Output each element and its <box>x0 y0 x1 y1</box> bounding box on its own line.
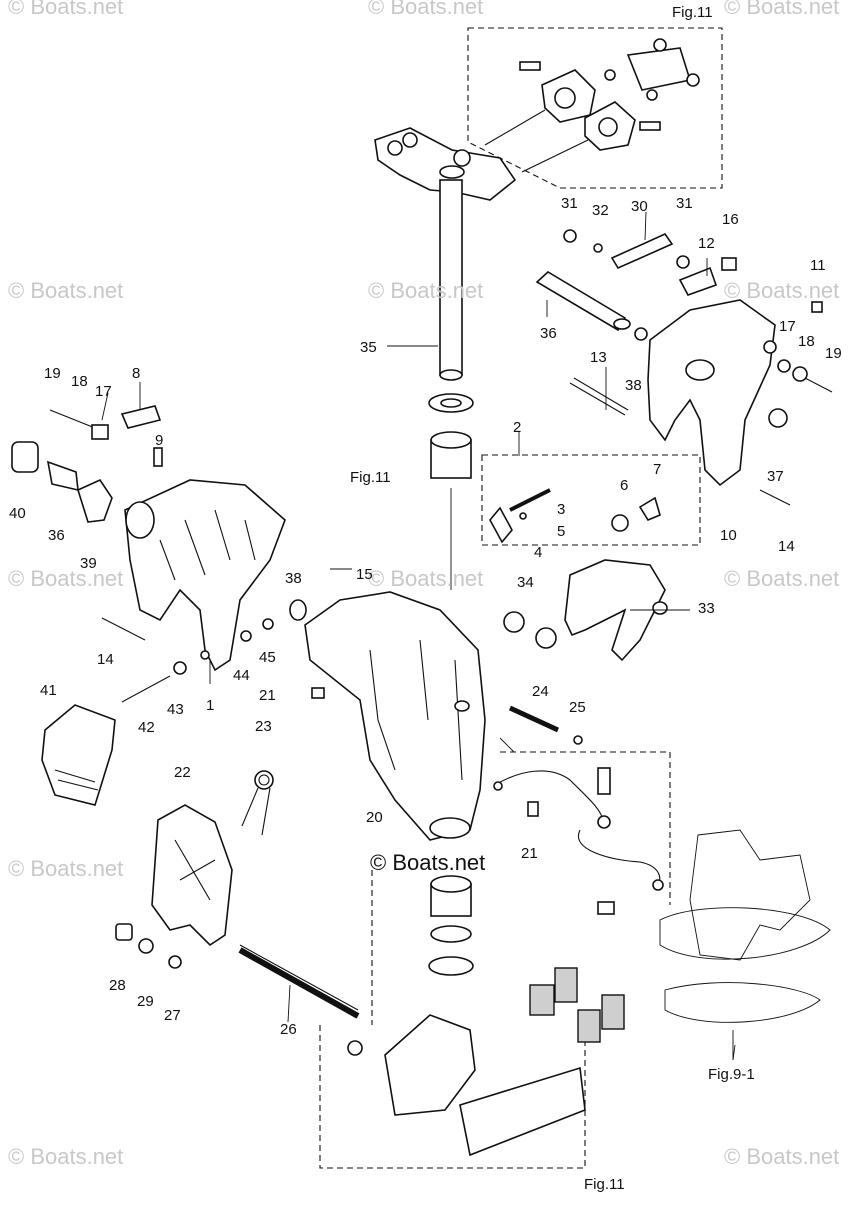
callout-label: 18 <box>71 373 88 390</box>
callout-label: 13 <box>590 349 607 366</box>
stern-bracket-1 <box>124 479 286 672</box>
callout-label: 4 <box>534 544 543 561</box>
group-box-fig11-bottom <box>319 751 671 1169</box>
watermark: © Boats.net <box>724 278 840 303</box>
callout-label: 41 <box>40 682 57 699</box>
callout-label: 36 <box>48 527 65 544</box>
callout-label: 38 <box>285 570 302 587</box>
callout-label: 45 <box>259 649 276 666</box>
callout-label: 12 <box>698 235 715 252</box>
springs-34 <box>503 611 557 649</box>
callout-label: 3 <box>557 501 566 518</box>
watermark: © Boats.net <box>724 1144 840 1169</box>
left-small-parts <box>11 405 307 703</box>
cover-41 <box>41 704 116 806</box>
pin-24 <box>508 705 583 745</box>
callout-label: 36 <box>540 325 557 342</box>
callout-label: 35 <box>360 339 377 356</box>
callout-label: 16 <box>722 211 739 228</box>
pins-misc-right <box>563 229 833 506</box>
watermark: © Boats.net <box>368 566 484 591</box>
watermark: © Boats.net <box>8 0 124 19</box>
watermark: © Boats.net <box>724 0 840 19</box>
swivel-bracket-10 <box>647 299 788 487</box>
trim-tab-bracket <box>347 1014 586 1157</box>
callout-label: 2 <box>513 419 522 436</box>
clamp-bracket-22 <box>151 804 233 947</box>
callout-label: 29 <box>137 993 154 1010</box>
callout-label: 8 <box>132 365 141 382</box>
callout-label: 43 <box>167 701 184 718</box>
anode-blocks <box>529 967 625 1043</box>
callout-label: 15 <box>356 566 373 583</box>
steering-bracket-top <box>374 127 517 201</box>
gearcase-fig9-1 <box>659 829 831 1060</box>
callout-label: 21 <box>259 687 276 704</box>
callout-label: 5 <box>557 523 566 540</box>
callout-label: 10 <box>720 527 737 544</box>
spring-23 <box>241 770 274 836</box>
callout-label: 38 <box>625 377 642 394</box>
callout-label: 33 <box>698 600 715 617</box>
fig-ref-bottom: Fig.11 <box>584 1176 625 1193</box>
watermark: © Boats.net <box>8 856 124 881</box>
callout-label: 27 <box>164 1007 181 1024</box>
callout-label: 9 <box>155 432 164 449</box>
group-box-item-2 <box>481 454 701 546</box>
callout-label: 39 <box>80 555 97 572</box>
callout-label: 17 <box>95 383 112 400</box>
fig-ref-bottom-right: Fig.9-1 <box>708 1066 755 1083</box>
tilt-shaft-26 <box>238 944 360 1019</box>
center-watermark: © Boats.net <box>370 850 486 875</box>
callout-label: 19 <box>825 345 842 362</box>
callout-label: 23 <box>255 718 272 735</box>
steering-shaft-35 <box>439 179 463 381</box>
callout-label: 21 <box>521 845 538 862</box>
callout-label: 17 <box>779 318 796 335</box>
tilt-lever-33 <box>564 559 668 662</box>
group-box-fig11-top <box>467 27 723 189</box>
callout-label: 14 <box>97 651 114 668</box>
callout-label: 6 <box>620 477 629 494</box>
bushings-center <box>428 393 474 976</box>
callout-label: 24 <box>532 683 549 700</box>
callout-label: 22 <box>174 764 191 781</box>
callout-label: 25 <box>569 699 586 716</box>
watermark: © Boats.net <box>724 566 840 591</box>
callout-label: 1 <box>206 697 215 714</box>
callout-label: 31 <box>561 195 578 212</box>
small-lower-left <box>115 923 182 969</box>
fig-ref-top-right: Fig.11 <box>672 4 713 21</box>
watermark: © Boats.net <box>8 278 124 303</box>
item-2-parts <box>489 488 661 544</box>
callout-label: 19 <box>44 365 61 382</box>
callout-label: 37 <box>767 468 784 485</box>
callout-label: 30 <box>631 198 648 215</box>
leader-lines <box>101 211 736 1061</box>
callout-label: 11 <box>810 257 826 274</box>
callout-label: 26 <box>280 1021 297 1038</box>
fig11-top-parts <box>484 38 700 173</box>
callout-label: 20 <box>366 809 383 826</box>
callout-label: 28 <box>109 977 126 994</box>
callout-label: 42 <box>138 719 155 736</box>
callout-label: 31 <box>676 195 693 212</box>
tilt-pin-36 <box>535 271 631 332</box>
callout-label: 14 <box>778 538 795 555</box>
swivel-case-20 <box>304 591 486 841</box>
callout-label: 34 <box>517 574 534 591</box>
watermark: © Boats.net <box>8 1144 124 1169</box>
callout-label: 40 <box>9 505 26 522</box>
callout-label: 18 <box>798 333 815 350</box>
watermark: © Boats.net <box>8 566 124 591</box>
watermark: © Boats.net <box>368 0 484 19</box>
watermark: © Boats.net <box>368 278 484 303</box>
ground-wire <box>311 687 664 915</box>
callout-label: 32 <box>592 202 609 219</box>
fig-ref-left-mid: Fig.11 <box>350 469 391 486</box>
callout-label: 44 <box>233 667 250 684</box>
callout-label: 7 <box>653 461 662 478</box>
